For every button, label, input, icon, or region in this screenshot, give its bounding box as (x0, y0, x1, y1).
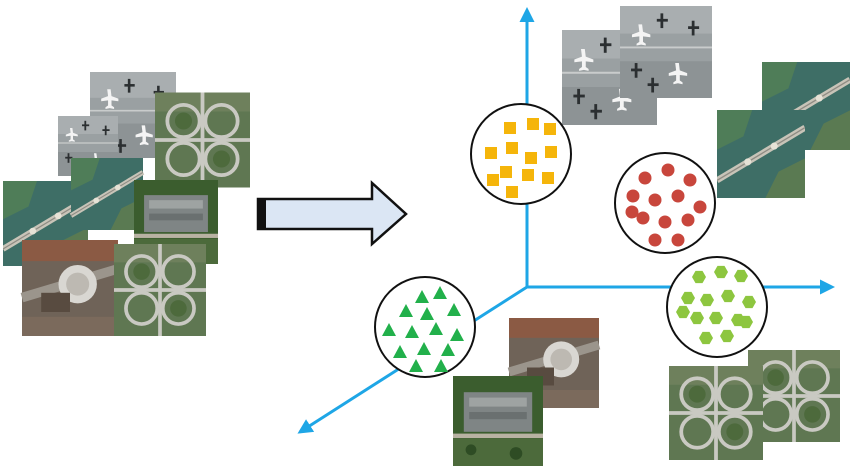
triangle-marker (434, 359, 448, 372)
triangle-marker (405, 325, 419, 338)
interchange-image-group (668, 350, 840, 460)
aerial-airplane-tile (620, 5, 712, 99)
triangle-cluster (374, 276, 476, 378)
hexagon-marker (739, 315, 753, 329)
circle-marker (648, 233, 662, 247)
aerial-interchange-tile (668, 366, 764, 460)
square-marker (500, 166, 512, 178)
hexagon-marker (681, 291, 695, 305)
circle-marker (671, 233, 685, 247)
circle-marker (636, 211, 650, 225)
hexagon-marker (676, 305, 690, 319)
hexagon-marker (720, 329, 734, 343)
hexagon-marker (709, 311, 723, 325)
triangle-marker (447, 303, 461, 316)
airplane-image-group (562, 5, 712, 125)
transformation-arrow (256, 180, 408, 247)
triangle-marker (399, 304, 413, 317)
hexagon-marker (700, 293, 714, 307)
aerial-building-tile (453, 376, 543, 466)
square-marker (525, 152, 537, 164)
bridge-image-group (717, 62, 850, 198)
square-marker (545, 146, 557, 158)
square-marker (506, 186, 518, 198)
building-image-group (453, 318, 599, 466)
circle-marker (658, 215, 672, 229)
aerial-interchange-tile (155, 92, 250, 188)
circle-marker (648, 193, 662, 207)
triangle-marker (429, 322, 443, 335)
triangle-marker (433, 286, 447, 299)
square-marker (485, 147, 497, 159)
hexagon-cluster (666, 256, 768, 358)
square-marker (522, 169, 534, 181)
square-marker (527, 118, 539, 130)
aerial-bridge-tile (717, 110, 805, 198)
circle-marker (661, 163, 675, 177)
square-marker (504, 122, 516, 134)
circle-marker (671, 189, 685, 203)
square-marker (487, 174, 499, 186)
hexagon-marker (690, 311, 704, 325)
circle-cluster (614, 152, 716, 254)
circle-marker (693, 200, 707, 214)
circle-marker (626, 189, 640, 203)
circle-marker (638, 171, 652, 185)
square-marker (542, 172, 554, 184)
input-image-collage (3, 72, 250, 336)
triangle-marker (382, 323, 396, 336)
square-marker (506, 142, 518, 154)
square-cluster (470, 103, 572, 205)
aerial-bridge-tile (71, 158, 143, 230)
hexagon-marker (714, 265, 728, 279)
circle-marker (681, 213, 695, 227)
triangle-marker (409, 359, 423, 372)
triangle-marker (420, 307, 434, 320)
triangle-marker (441, 343, 455, 356)
triangle-marker (417, 342, 431, 355)
hexagon-marker (734, 269, 748, 283)
hexagon-marker (699, 331, 713, 345)
hexagon-marker (692, 270, 706, 284)
arrow-tail-bar (258, 199, 266, 229)
aerial-dome-tile (22, 240, 118, 336)
hexagon-marker (742, 295, 756, 309)
aerial-interchange-tile (112, 244, 208, 336)
square-marker (544, 123, 556, 135)
triangle-marker (393, 345, 407, 358)
circle-marker (683, 173, 697, 187)
hexagon-marker (721, 289, 735, 303)
triangle-marker (450, 328, 464, 341)
triangle-marker (415, 290, 429, 303)
circle-marker (625, 205, 639, 219)
